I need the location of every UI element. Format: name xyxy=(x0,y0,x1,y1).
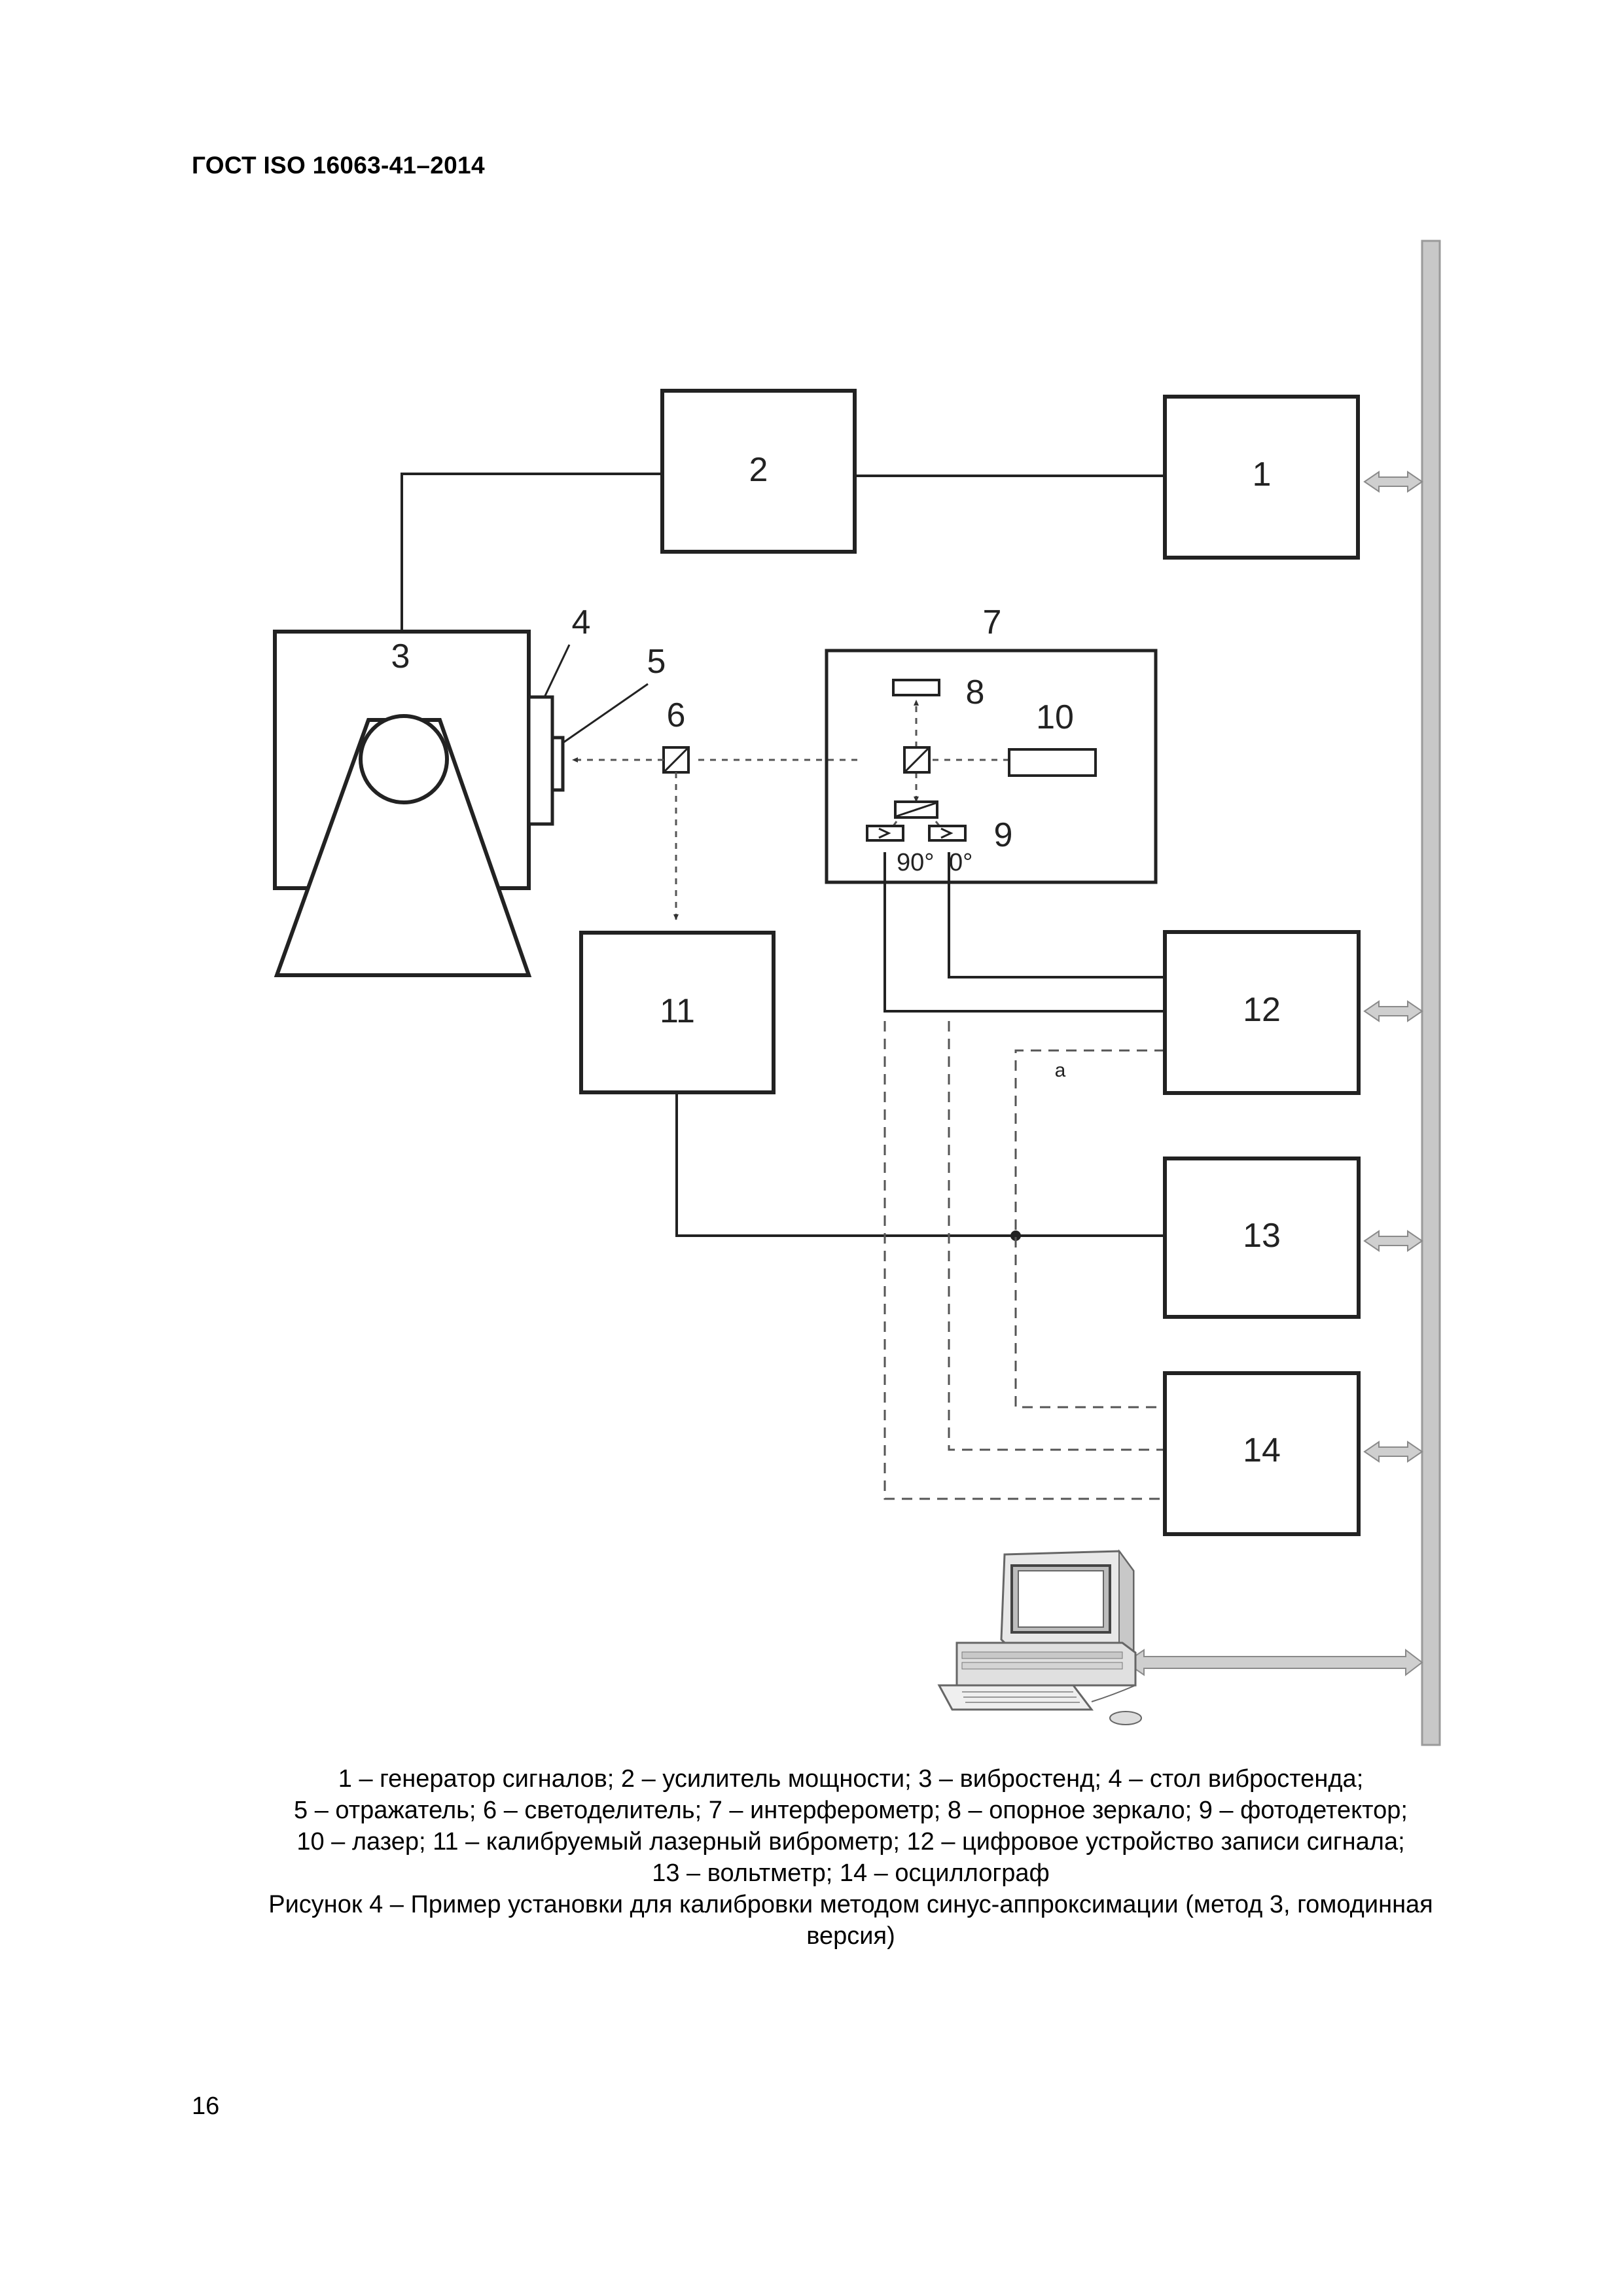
legend-line-4: 13 – вольтметр; 14 – осциллограф xyxy=(652,1859,1050,1887)
bus-arrow-13 xyxy=(1364,1230,1423,1251)
figure-legend: 1 – генератор сигналов; 2 – усилитель мо… xyxy=(164,1763,1538,1952)
block-11-laser-vibrometer xyxy=(579,931,776,1094)
block-5-label: 5 xyxy=(647,643,666,681)
junction-dot xyxy=(1010,1230,1021,1241)
block-14-label: 14 xyxy=(1243,1431,1281,1469)
note-a-label: a xyxy=(1055,1060,1066,1081)
block-13-label: 13 xyxy=(1243,1217,1281,1255)
figure-caption-line-2: версия) xyxy=(806,1922,895,1950)
bus-arrow-computer xyxy=(1124,1648,1423,1677)
block-8-reference-mirror xyxy=(892,679,940,696)
block-11-label: 11 xyxy=(660,992,695,1030)
photodetector-0 xyxy=(928,825,967,842)
document-header: ГОСТ ISO 16063-41–2014 xyxy=(192,152,485,179)
angle-90-label: 90° xyxy=(897,849,934,876)
block-2-power-amplifier xyxy=(660,389,857,554)
block-1-label: 1 xyxy=(1253,456,1272,493)
bus-arrow-12 xyxy=(1364,1001,1423,1022)
block-12-digital-recorder xyxy=(1163,930,1361,1095)
angle-0-label: 0° xyxy=(949,849,972,876)
legend-line-2: 5 – отражатель; 6 – светоделитель; 7 – и… xyxy=(294,1797,1408,1824)
block-1-signal-generator xyxy=(1163,395,1360,560)
desktop-computer-icon xyxy=(937,1549,1142,1725)
block-5-reflector xyxy=(550,736,565,792)
block-4-exciter-table xyxy=(527,695,554,826)
figure-caption-line-1: Рисунок 4 – Пример установки для калибро… xyxy=(268,1891,1433,1918)
bus-arrow-14 xyxy=(1364,1441,1423,1462)
block-9-label: 9 xyxy=(994,816,1013,854)
exciter-armature xyxy=(359,714,449,804)
block-2-label: 2 xyxy=(749,451,768,489)
block-13-voltmeter xyxy=(1163,1157,1361,1319)
block-10-label: 10 xyxy=(1036,698,1074,736)
legend-line-3: 10 – лазер; 11 – калибруемый лазерный ви… xyxy=(296,1828,1405,1856)
block-8-label: 8 xyxy=(966,673,985,711)
block-4-label: 4 xyxy=(572,603,591,641)
block-6-label: 6 xyxy=(667,696,686,734)
bus-arrow-1 xyxy=(1364,471,1423,492)
block-3-label: 3 xyxy=(391,637,410,675)
system-bus xyxy=(1421,240,1441,1746)
block-10-laser xyxy=(1008,748,1097,777)
calibration-setup-diagram: 2 1 3 4 5 6 7 8 10 9 90° xyxy=(273,240,1441,1746)
block-7-label: 7 xyxy=(983,603,1002,641)
page-number: 16 xyxy=(192,2092,220,2120)
photodetector-90 xyxy=(866,825,904,842)
block-12-label: 12 xyxy=(1243,991,1281,1029)
legend-line-1: 1 – генератор сигналов; 2 – усилитель мо… xyxy=(338,1765,1364,1793)
block-14-oscilloscope xyxy=(1163,1371,1361,1536)
block-7-interferometer xyxy=(825,649,1158,884)
